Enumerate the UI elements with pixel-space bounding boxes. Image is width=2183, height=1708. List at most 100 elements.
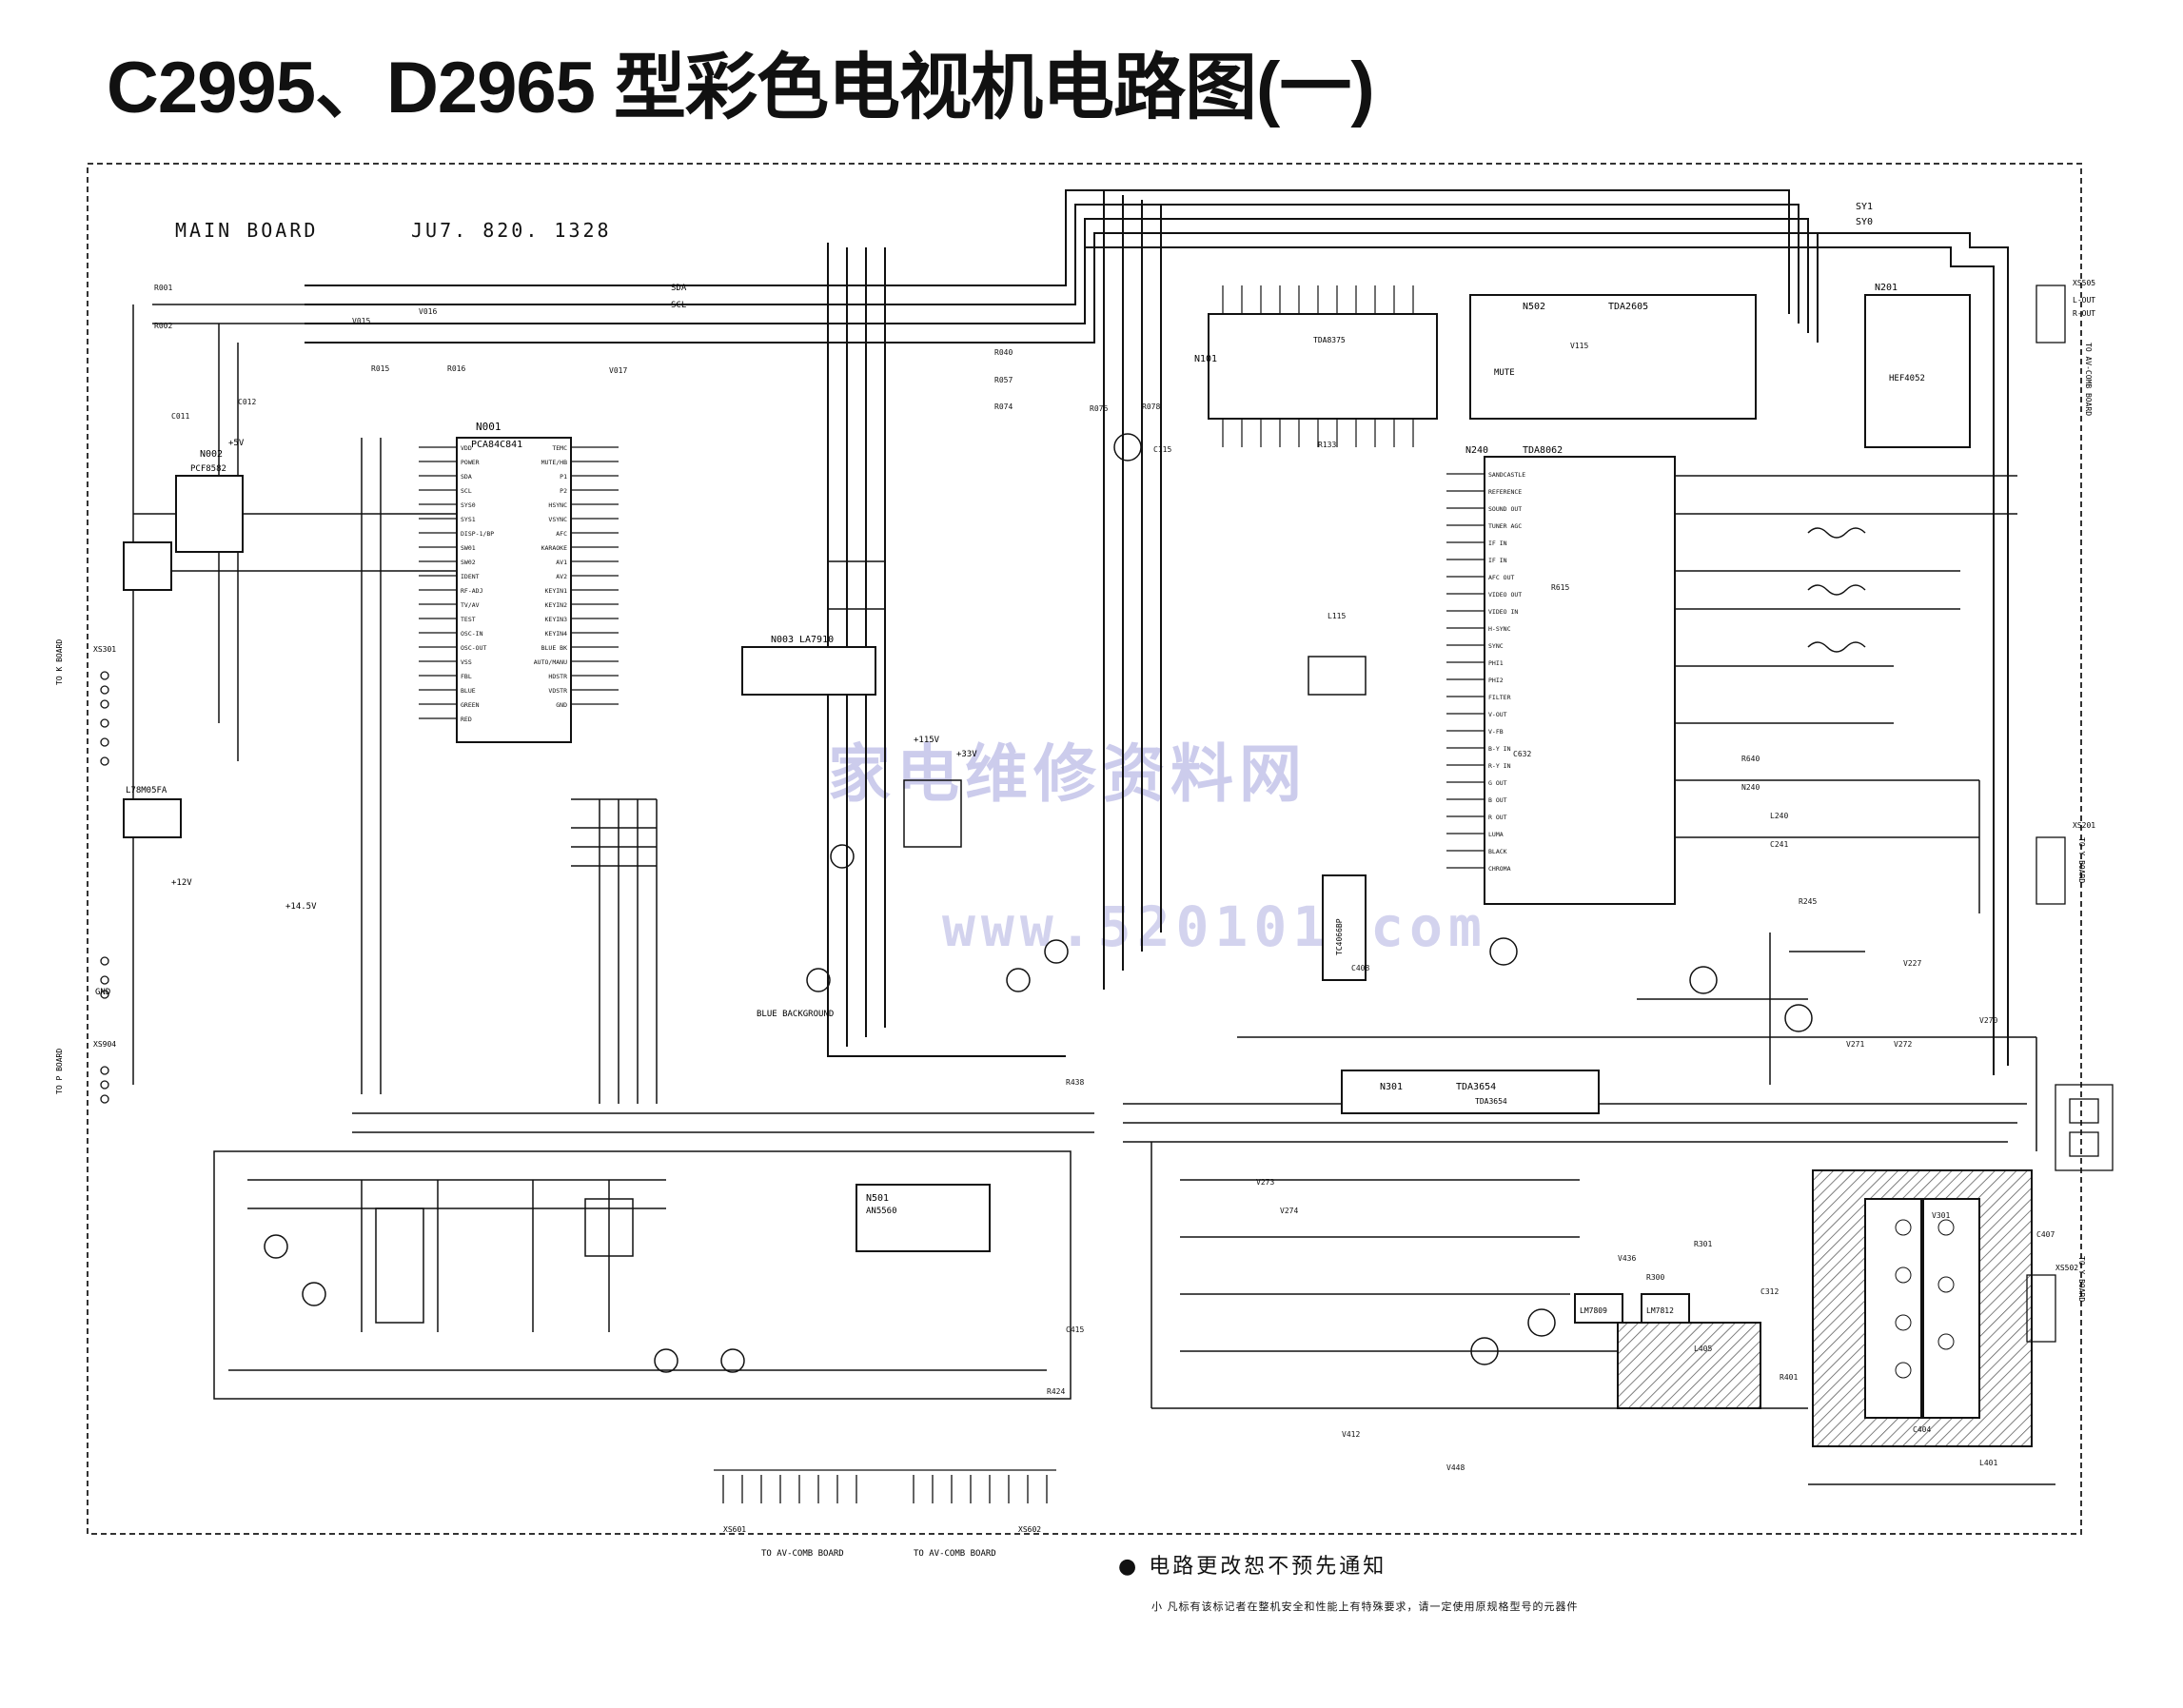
power-115v-label: +115V — [914, 736, 940, 745]
component-ref: C407 — [2036, 1230, 2055, 1239]
misc-components-middle — [806, 433, 1866, 1032]
n240-pin-label: CHROMA — [1488, 865, 1511, 873]
signal-sy1: SY1 — [1856, 202, 1873, 212]
board-outline — [87, 163, 2082, 1535]
n001-pin-label: TEMC — [552, 444, 567, 452]
ic-n201: N201 HEF4052 — [1864, 283, 1971, 448]
n240-pins — [1446, 473, 1485, 869]
power-5v-label: +5V — [228, 439, 245, 448]
left-wiring — [132, 304, 1094, 1133]
footer-note-change: ● 电路更改恕不预先通知 — [1118, 1555, 1387, 1579]
n001-pin-label: AFC — [556, 530, 567, 538]
component-ref: V436 — [1618, 1254, 1636, 1263]
ic-n101: N101 — [1194, 313, 1438, 420]
board-name: MAIN BOARD — [175, 219, 319, 242]
watermark-site-name: 家电维修资料网 — [828, 737, 1308, 811]
component-ref: R424 — [1047, 1387, 1065, 1396]
n001-pin-label: AV2 — [556, 573, 567, 580]
connector-xs201-ref: XS201 — [2073, 821, 2095, 830]
svg-text:N501: N501 — [866, 1193, 889, 1204]
svg-text:N240: N240 — [1465, 445, 1488, 456]
connector-xs301-ref: XS301 — [93, 645, 116, 654]
component-ref: V271 — [1846, 1040, 1864, 1049]
footer-note-safety: 小 凡标有该标记者在整机安全和性能上有特殊要求，请一定使用原规格型号的元器件 — [1151, 1600, 1579, 1613]
ic-n240: N240 TDA8062 — [1465, 445, 1676, 905]
n001-pin-label: HSYNC — [548, 501, 567, 509]
component-ref: L115 — [1328, 612, 1346, 620]
n001-pin-label: KEYIN1 — [545, 587, 568, 595]
connector-xs502-ref: XS502 — [2055, 1264, 2078, 1272]
component-ref: L240 — [1770, 812, 1788, 820]
n240-pin-label: R-Y IN — [1488, 762, 1511, 770]
n240-pin-label: G OUT — [1488, 779, 1507, 787]
n240-pin-label: SOUND OUT — [1488, 505, 1522, 513]
component-ref: C312 — [1760, 1287, 1779, 1296]
n001-pin-label: SYS0 — [461, 501, 476, 509]
n001-pin-label: KEYIN3 — [545, 616, 568, 623]
n001-pin-label: SYS1 — [461, 516, 476, 523]
component-ref: N240 — [1741, 783, 1760, 792]
component-ref: V270 — [1979, 1016, 1997, 1025]
signal-mute: MUTE — [1494, 368, 1515, 378]
ic-n101-part: TDA8375 — [1313, 336, 1346, 344]
connector-xs602-label: TO AV-COMB BOARD — [914, 1549, 996, 1559]
connector-xs502-label: TO Y BOARD — [2077, 1256, 2086, 1302]
ic-n301: N301 TDA3654 — [1341, 1070, 1600, 1114]
n001-pin-label: MUTE/HB — [541, 459, 567, 466]
n001-pin-label: DISP-1/BP — [461, 530, 494, 538]
n240-pin-label: R OUT — [1488, 814, 1507, 821]
component-ref: R438 — [1066, 1078, 1084, 1087]
power-12v-label: +12V — [171, 878, 192, 888]
n001-pin-label: RF-ADJ — [461, 587, 483, 595]
svg-text:LA7910: LA7910 — [799, 635, 834, 645]
ic-n401: LM7812 — [1641, 1293, 1690, 1324]
component-ref: C115 — [1153, 445, 1171, 454]
n240-pin-label: REFERENCE — [1488, 488, 1522, 496]
n001-pin-label: KEYIN2 — [545, 601, 568, 609]
component-ref: L405 — [1694, 1345, 1712, 1353]
n001-pin-label: TEST — [461, 616, 476, 623]
svg-text:PCF8582: PCF8582 — [190, 464, 226, 474]
ic-n210: TC4066BP — [1322, 874, 1367, 981]
n240-pin-label: TUNER AGC — [1488, 522, 1522, 530]
connector-xs505-ref: XS505 — [2073, 279, 2095, 287]
signal-r-out: R-OUT — [2073, 309, 2095, 318]
n101-pins — [1222, 285, 1414, 447]
ic-n301-part: TDA3654 — [1475, 1097, 1507, 1106]
svg-text:N001: N001 — [476, 421, 502, 433]
component-ref: V448 — [1446, 1463, 1465, 1472]
n001-pins — [419, 446, 619, 719]
component-ref: C011 — [171, 412, 189, 421]
n001-pin-label: SDA — [461, 473, 472, 481]
n001-pin-label: GND — [556, 701, 567, 709]
ic-n501: N501 AN5560 — [856, 1184, 991, 1252]
n001-pin-label: VDSTR — [548, 687, 567, 695]
svg-text:AN5560: AN5560 — [866, 1207, 897, 1216]
svg-text:N201: N201 — [1875, 283, 1898, 293]
signal-blue-background: BLUE BACKGROUND — [757, 1010, 834, 1019]
component-ref: C415 — [1066, 1325, 1084, 1334]
n240-pin-label: FILTER — [1488, 694, 1511, 701]
connector-xs601-ref: XS601 — [723, 1525, 746, 1534]
n240-pin-label: PHI1 — [1488, 659, 1504, 667]
n001-pin-label: KEYIN4 — [545, 630, 568, 638]
component-ref: R301 — [1694, 1240, 1712, 1248]
svg-text:N301: N301 — [1380, 1082, 1403, 1092]
component-ref: C408 — [1351, 964, 1369, 972]
svg-text:TDA3654: TDA3654 — [1456, 1082, 1496, 1092]
component-ref: V115 — [1570, 342, 1588, 350]
n001-pin-label: SW02 — [461, 559, 476, 566]
svg-text:TDA2605: TDA2605 — [1608, 302, 1648, 312]
connector-xs201-label: TO Y BOARD — [2077, 837, 2086, 883]
n240-pin-label: SYNC — [1488, 642, 1504, 650]
signal-bus-top — [305, 189, 2009, 1075]
n001-pin-label: OSC-OUT — [461, 644, 486, 652]
signal-l-out: L-OUT — [2073, 296, 2095, 304]
n001-pin-label: OSC-IN — [461, 630, 483, 638]
component-ref: R076 — [1090, 404, 1108, 413]
component-ref: R615 — [1551, 583, 1569, 592]
n240-pin-label: BLACK — [1488, 848, 1507, 855]
lower-middle-circuit — [1150, 1142, 2055, 1485]
connector-xs601-label: TO AV-COMB BOARD — [761, 1549, 844, 1559]
component-ref: R057 — [994, 376, 1013, 384]
